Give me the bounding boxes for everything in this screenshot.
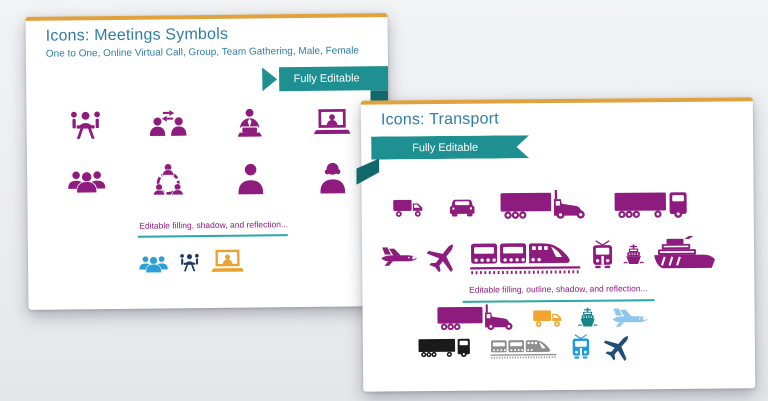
meetings-variant-icons xyxy=(138,246,245,279)
slide-transport: Icons: Transport Fully Editable Editable… xyxy=(360,97,756,392)
ribbon-fully-editable: Fully Editable xyxy=(371,135,529,159)
plane-top-icon xyxy=(598,325,640,367)
slide-meetings: Icons: Meetings Symbols One to One, Onli… xyxy=(25,13,391,310)
slide-title: Icons: Meetings Symbols xyxy=(45,25,229,45)
slide-top-accent xyxy=(25,13,388,21)
slide-subtitle: One to One, Online Virtual Call, Group, … xyxy=(45,45,360,60)
trailer-truck-icon xyxy=(613,187,696,224)
transport-icon-row-1 xyxy=(393,186,697,227)
ribbon-arrow-icon xyxy=(262,67,277,91)
tram-icon xyxy=(591,240,614,270)
truck-icon xyxy=(393,195,426,220)
meetings-icon-row-2 xyxy=(45,156,373,201)
tram-icon xyxy=(570,334,590,360)
plane-top-icon xyxy=(421,233,467,279)
editable-caption: Editable filling, shadow, and reflection… xyxy=(139,219,289,231)
meetings-icon-row-1 xyxy=(44,101,372,146)
truck-icon xyxy=(532,306,564,330)
semi-truck-icon xyxy=(437,302,519,336)
semi-truck-icon xyxy=(499,187,591,225)
train-icon xyxy=(469,235,581,276)
one-to-one-icon xyxy=(126,107,208,142)
slide-title: Icons: Transport xyxy=(380,110,499,129)
male-icon xyxy=(209,161,291,196)
car-icon xyxy=(448,194,477,220)
transport-icon-row-2 xyxy=(380,234,716,277)
meeting-table-icon xyxy=(44,107,126,144)
caption-underline xyxy=(137,234,288,238)
train-icon xyxy=(490,335,557,360)
group-icon xyxy=(45,164,127,197)
plane-side-icon xyxy=(380,245,418,267)
team-circle-icon xyxy=(127,160,209,198)
group-icon xyxy=(138,250,169,275)
video-call-icon xyxy=(210,247,245,277)
person-laptop-icon xyxy=(208,105,290,142)
slide-top-accent xyxy=(360,97,753,105)
cruise-ship-icon xyxy=(653,236,716,273)
ship-icon xyxy=(578,307,598,329)
ribbon-fully-editable: Fully Editable xyxy=(279,66,389,92)
editable-caption: Editable filling, outline, shadow, and r… xyxy=(469,283,648,295)
transport-variant-row-2 xyxy=(418,331,634,363)
trailer-truck-icon xyxy=(418,335,477,362)
ship-icon xyxy=(623,243,644,266)
meeting-table-icon xyxy=(178,251,201,274)
